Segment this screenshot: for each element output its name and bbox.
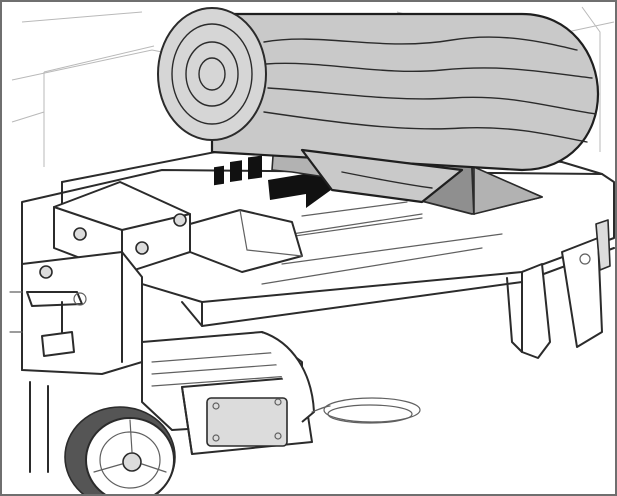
pusher-block [53, 181, 303, 275]
wheel [64, 406, 176, 494]
log [157, 7, 600, 204]
motor-housing [21, 251, 315, 455]
power-cord [311, 397, 421, 424]
rear-leg [506, 219, 611, 359]
side-bracket [9, 291, 63, 473]
